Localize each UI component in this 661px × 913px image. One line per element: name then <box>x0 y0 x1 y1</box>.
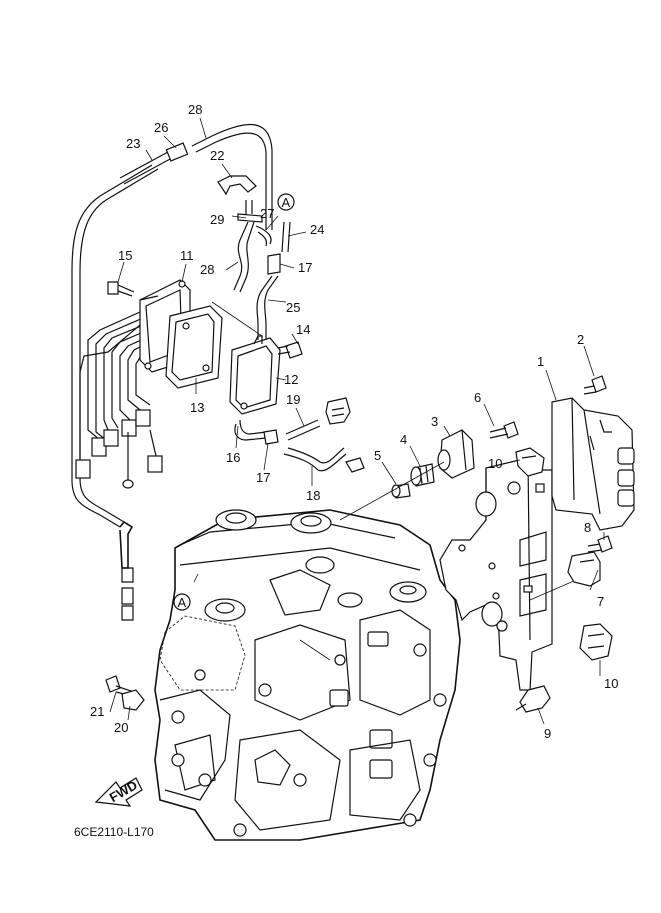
callout-26: 26 <box>154 120 168 135</box>
reference-mark-label: A <box>178 595 187 610</box>
callout-6: 6 <box>474 390 481 405</box>
reference-mark-label: A <box>282 195 291 210</box>
callout-10: 10 <box>604 676 618 691</box>
part-6-bolt <box>489 421 519 439</box>
callout-17: 17 <box>256 470 270 485</box>
callout-12: 12 <box>284 372 298 387</box>
callout-13: 13 <box>190 400 204 415</box>
part-9-clip <box>515 685 551 713</box>
callout-23: 23 <box>126 136 140 151</box>
engine-block <box>154 509 461 841</box>
callout-5: 5 <box>374 448 381 463</box>
callout-7: 7 <box>597 594 604 609</box>
callout-18: 18 <box>306 488 320 503</box>
long-fuel-hose <box>71 164 159 621</box>
callout-15: 15 <box>118 248 132 263</box>
main-bracket <box>439 457 577 691</box>
callout-11: 11 <box>180 248 194 263</box>
part-12-cover <box>229 335 281 415</box>
hose-assembly <box>119 123 291 340</box>
part-4-damper <box>410 463 435 487</box>
part-7-plate <box>567 551 601 587</box>
callout-24: 24 <box>310 222 324 237</box>
reference-mark-a-upper: A <box>277 193 295 211</box>
diagram-code: 6CE2110-L170 <box>74 825 154 839</box>
part-1-ecu <box>551 397 635 531</box>
callout-29: 29 <box>210 212 224 227</box>
part-13-gasket <box>165 305 223 389</box>
callout-3: 3 <box>431 414 438 429</box>
wire-harness <box>75 311 163 489</box>
part-10-clamp-lower <box>579 623 613 661</box>
part-21-bolt <box>105 675 135 697</box>
callout-25: 25 <box>286 300 300 315</box>
part-15-bolt <box>107 281 135 297</box>
callout-28: 28 <box>188 102 202 117</box>
callout-2: 2 <box>577 332 584 347</box>
sensor-hoses <box>234 397 365 473</box>
callout-22: 22 <box>210 148 224 163</box>
callout-10: 10 <box>488 456 502 471</box>
callout-19: 19 <box>286 392 300 407</box>
callout-20: 20 <box>114 720 128 735</box>
part-20-clamp <box>121 689 145 711</box>
fwd-arrow: FWD <box>94 777 143 807</box>
callout-8: 8 <box>584 520 591 535</box>
part-8-bolt <box>587 535 613 553</box>
callout-9: 9 <box>544 726 551 741</box>
part-3-holder <box>339 429 475 521</box>
callout-4: 4 <box>400 432 407 447</box>
callout-1: 1 <box>537 354 544 369</box>
part-10-clamp-upper <box>515 447 545 477</box>
callout-17: 17 <box>298 260 312 275</box>
callout-21: 21 <box>90 704 104 719</box>
callout-numbers: 1 2 3 4 5 6 7 8 9 10 10 11 12 13 14 15 1… <box>90 102 618 741</box>
leader-lines <box>109 117 605 725</box>
part-14-bolt <box>277 341 303 359</box>
callout-16: 16 <box>226 450 240 465</box>
callout-14: 14 <box>296 322 310 337</box>
callout-27: 27 <box>260 206 274 221</box>
reference-mark-a-lower: A <box>173 593 191 611</box>
callout-28: 28 <box>200 262 214 277</box>
part-2-bolt <box>583 375 607 395</box>
